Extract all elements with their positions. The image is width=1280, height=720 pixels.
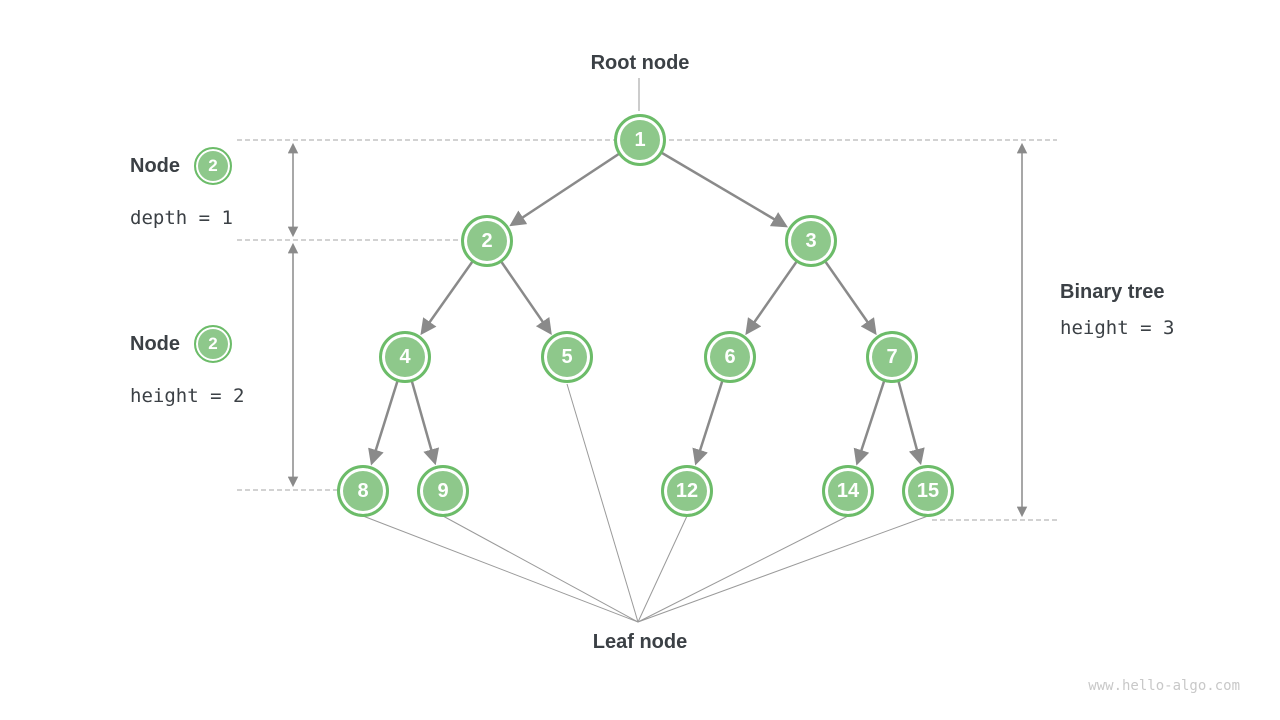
leaf-pointer-lines xyxy=(362,383,929,623)
leaf-line-9 xyxy=(442,515,639,623)
node-height-annotation: Node 2 xyxy=(130,325,232,363)
node-depth-formula: depth = 1 xyxy=(130,207,233,229)
binary-tree-title: Binary tree xyxy=(1060,281,1165,303)
leaf-line-8 xyxy=(362,515,639,623)
edge-1-3 xyxy=(639,138,788,228)
tree-node-4: 4 xyxy=(379,331,431,383)
tree-node-5: 5 xyxy=(541,331,593,383)
node-height-badge: 2 xyxy=(194,325,232,363)
tree-node-14: 14 xyxy=(822,465,874,517)
leaf-line-5 xyxy=(566,383,639,623)
binary-tree-formula: height = 3 xyxy=(1060,317,1175,339)
node-depth-badge: 2 xyxy=(194,147,232,185)
tree-node-1: 1 xyxy=(614,114,666,166)
node-height-formula: height = 2 xyxy=(130,385,245,407)
site-watermark: www.hello-algo.com xyxy=(1088,678,1240,694)
tree-node-15: 15 xyxy=(902,465,954,517)
tree-edges xyxy=(368,138,925,466)
node-height-title: Node xyxy=(130,332,180,355)
tree-node-9: 9 xyxy=(417,465,469,517)
leaf-node-label: Leaf node xyxy=(592,631,688,653)
measurement-arrows xyxy=(287,142,1028,518)
tree-node-3: 3 xyxy=(785,215,837,267)
leaf-line-14 xyxy=(637,515,849,623)
node-depth-annotation: Node 2 xyxy=(130,147,232,185)
leaf-line-15 xyxy=(637,515,929,623)
tree-node-6: 6 xyxy=(704,331,756,383)
tree-node-7: 7 xyxy=(866,331,918,383)
tree-node-8: 8 xyxy=(337,465,389,517)
level-dashed-lines xyxy=(237,139,1057,521)
tree-node-12: 12 xyxy=(661,465,713,517)
root-node-label: Root node xyxy=(590,52,690,74)
tree-node-2: 2 xyxy=(461,215,513,267)
node-depth-title: Node xyxy=(130,154,180,177)
leaf-line-12 xyxy=(637,515,688,623)
